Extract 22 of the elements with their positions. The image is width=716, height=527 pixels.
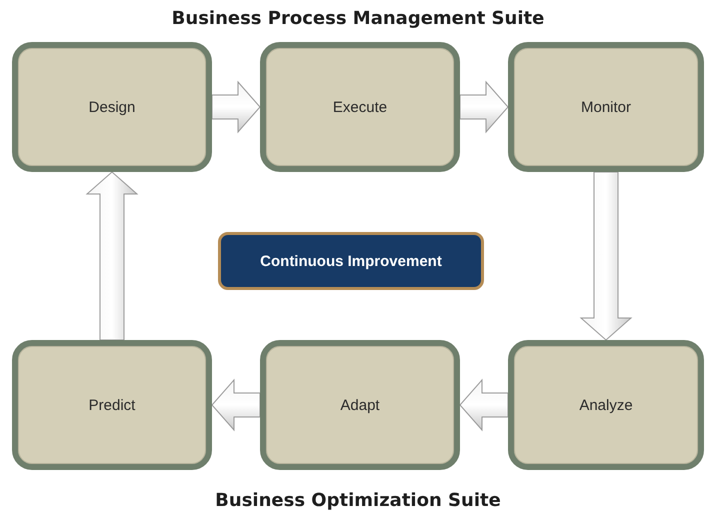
block-arrow [212,80,261,134]
block-arrow [459,378,508,432]
block-arrow [86,171,138,340]
block-arrow [211,378,260,432]
diagram-caption: Business Optimization Suite [215,490,501,511]
box-label: Design [88,98,136,116]
box-label: Analyze [579,396,633,414]
box-label: Continuous Improvement [260,252,442,270]
box-label: Monitor [580,98,632,116]
highlight-box [218,232,484,290]
process-box [12,42,212,172]
process-box [260,340,460,470]
diagram-title: Business Process Management Suite [172,8,544,29]
process-box [12,340,212,470]
process-box [508,42,704,172]
box-label: Predict [88,396,136,414]
block-arrow [460,80,509,134]
box-label: Execute [332,98,388,116]
box-label: Adapt [340,396,380,414]
process-box [508,340,704,470]
block-arrow [580,172,632,341]
process-box [260,42,460,172]
